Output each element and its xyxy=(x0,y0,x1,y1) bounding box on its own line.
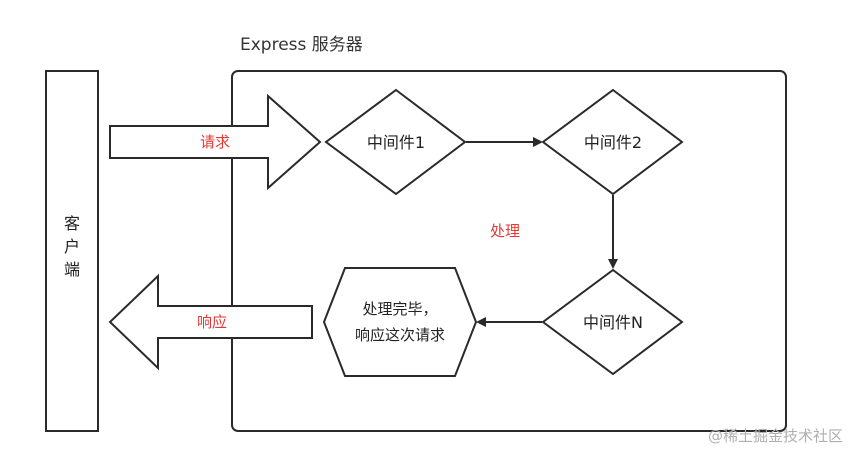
client-label-char-3: 端 xyxy=(64,260,80,279)
middleware-1-diamond xyxy=(324,88,467,196)
server-title: Express 服务器 xyxy=(240,35,363,55)
client-label-char-1: 客 xyxy=(64,214,80,233)
middleware-1-label: 中间件1 xyxy=(367,133,425,152)
response-arrow xyxy=(108,273,313,371)
request-arrow xyxy=(109,93,322,191)
server-container xyxy=(231,70,787,432)
middleware-2-label: 中间件2 xyxy=(584,133,642,152)
watermark: @稀土掘金技术社区 xyxy=(708,427,843,445)
middleware-n-label: 中间件N xyxy=(583,313,643,332)
final-response-hexagon xyxy=(322,267,478,377)
response-label: 响应 xyxy=(197,313,227,331)
client-box xyxy=(45,70,99,432)
middleware-n-diamond xyxy=(541,268,684,376)
final-line-1: 处理完毕， xyxy=(362,300,437,318)
final-line-2: 响应这次请求 xyxy=(355,326,445,344)
middleware-2-diamond xyxy=(541,88,684,196)
request-label: 请求 xyxy=(200,133,230,151)
client-label-char-2: 户 xyxy=(64,237,80,256)
processing-label: 处理 xyxy=(490,222,520,240)
